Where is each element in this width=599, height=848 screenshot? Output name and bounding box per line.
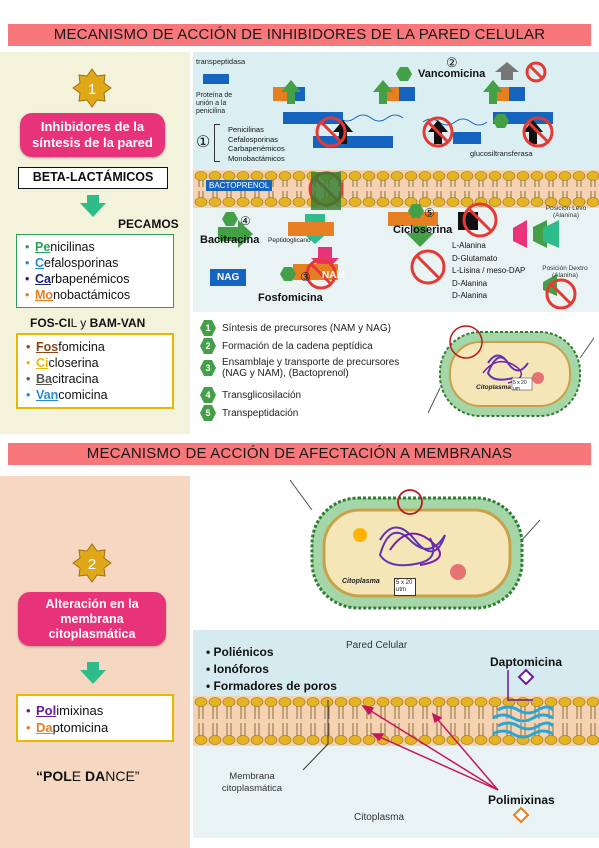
step-4-circle-icon: ④ <box>240 214 251 228</box>
list-item: Daptomicina <box>26 719 164 736</box>
list-item: Fosfomicina <box>26 339 164 355</box>
beta-item: Carbapenémicos <box>228 144 285 153</box>
list-item: Bacitracina <box>26 371 164 387</box>
amino-acid-item: L-Alanina <box>452 241 486 250</box>
pared-celular-zone <box>193 630 599 696</box>
beta-item: Penicilinas <box>228 125 264 134</box>
bacterium-diagram-2 <box>290 480 540 610</box>
bracket <box>214 124 220 162</box>
down-arrow-icon-2 <box>80 662 106 684</box>
step-number-icon: 1 <box>200 320 216 336</box>
peptidoglycan-synthesis-diagram <box>203 61 577 310</box>
fosfomicina-label: Fosfomicina <box>258 292 323 304</box>
lipid-bilayer-1 <box>194 171 599 207</box>
membrane-drugs-list: PolimixinasDaptomicina <box>16 694 174 742</box>
membrane-drug-diagram <box>302 668 555 824</box>
glucosiltransferasa-label: glucosiltransferasa <box>470 149 533 158</box>
citoplasma-label-1: Citoplasma <box>476 384 512 391</box>
step-1-circle-icon: ① <box>196 134 211 151</box>
list-item: Cicloserina <box>26 355 164 371</box>
step-number-icon: 2 <box>200 338 216 354</box>
step-number-icon: 4 <box>200 387 216 403</box>
citoplasma-label-2: Citoplasma <box>342 578 380 585</box>
pared-celular-label: Pared Celular <box>346 640 408 651</box>
step-1-number: 1 <box>88 81 96 98</box>
membrane-alteration-button: Alteración en la membrana citoplasmática <box>18 592 166 646</box>
citoplasma-zone <box>193 746 599 838</box>
list-item: Vancomicina <box>26 387 164 403</box>
bacitracina-label: Bacitracina <box>200 234 260 246</box>
amino-acid-item: D-Glutamato <box>452 253 498 263</box>
beta-lactam-label: BETA-LACTÁMICOS <box>18 167 168 189</box>
mnemonic-foscil-bamvan: FOS-CIL y BAM-VAN <box>30 316 146 330</box>
bacterium-diagram-1 <box>428 325 594 417</box>
down-arrow-icon <box>80 195 106 217</box>
nag-block: NAG <box>210 269 247 286</box>
step-number-icon: 3 <box>200 360 216 376</box>
cicloserina-label: Cicloserina <box>393 224 453 236</box>
step-3-circle-icon: ③ <box>300 270 311 284</box>
mnemonic-pole-dance: “POLE DANCE” <box>36 768 140 784</box>
step-number-icon: 5 <box>200 405 216 421</box>
list-item: Monobactámicos <box>25 287 165 303</box>
citoplasma-label-3: Citoplasma <box>354 812 405 823</box>
daptomicina-label: Daptomicina <box>490 655 563 669</box>
section2-banner: MECANISMO DE ACCIÓN DE AFECTACIÓN A MEMB… <box>8 443 591 465</box>
mnemonic-pecamos: PECAMOS <box>118 217 179 231</box>
cell-wall-zone <box>193 52 599 170</box>
bullet-item: • Ionóforos <box>206 662 269 676</box>
step-2-number: 2 <box>88 556 96 573</box>
pbp-label: Proteína de unión a la penicilina <box>196 92 233 115</box>
step-2-badge: 2 <box>72 543 112 583</box>
amino-acid-item: D-Alanina <box>452 278 488 288</box>
nam-block: NAM <box>322 270 345 281</box>
list-item: Penicilinas <box>25 239 165 255</box>
section1-banner: MECANISMO DE ACCIÓN DE INHIBIDORES DE LA… <box>8 24 591 46</box>
inhibitors-synthesis-button: Inhibidores de la síntesis de la pared <box>20 113 165 157</box>
bullet-item: • Poliénicos <box>206 645 274 659</box>
peptidoglicano-label: Peptidoglicano <box>268 237 311 244</box>
beta-lactam-list: PenicilinasCefalosporinasCarbapenémicosM… <box>16 234 174 308</box>
list-item: Cefalosporinas <box>25 255 165 271</box>
posicion-levo-label: Posición Levo (Alanina) <box>545 205 587 219</box>
bullet-item: • Formadores de poros <box>206 679 337 693</box>
step-5-circle-icon: ⑤ <box>424 206 435 220</box>
vancomicina-label: Vancomicina <box>418 68 486 80</box>
list-item: Polimixinas <box>26 702 164 719</box>
list-item: Carbapenémicos <box>25 271 165 287</box>
polimixinas-label: Polimixinas <box>488 793 555 807</box>
amino-acid-item: L-Lisina / meso-DAP <box>452 266 526 275</box>
transpeptidasa-label: transpeptidasa <box>196 57 246 66</box>
membrana-label: Membrana citoplasmática <box>221 771 283 794</box>
lipid-bilayer-2 <box>194 697 599 745</box>
cell-size-1: 5 x 20 um <box>513 380 527 392</box>
pore-forming-list: • Poliénicos • Ionóforos • Formadores de p… <box>206 644 337 695</box>
step-1-badge: 1 <box>72 68 112 108</box>
beta-item: Monobactámicos <box>228 153 285 163</box>
step-2-circle-icon: ② <box>446 55 458 70</box>
cell-size-2: 5 x 20 utm <box>394 578 416 596</box>
posicion-dextro-label: Posición Dextro (Alanina) <box>542 265 588 279</box>
beta-item: Cefalosporinas <box>228 134 279 144</box>
amino-acid-item: D-Alanina <box>452 291 488 300</box>
other-inhibitors-list: FosfomicinaCicloserinaBacitracinaVancomi… <box>16 333 174 409</box>
bactoprenol-label: BACTOPRENOL <box>206 180 273 191</box>
